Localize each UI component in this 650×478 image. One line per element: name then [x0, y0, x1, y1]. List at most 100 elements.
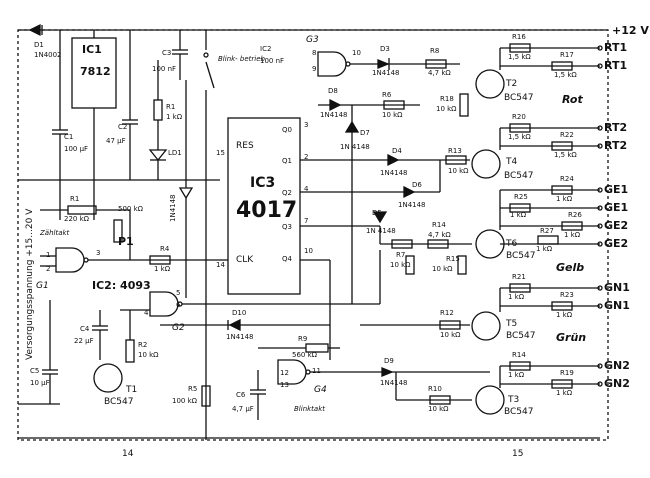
g1-pin2: 2: [46, 265, 51, 273]
r-220k-ref: R1: [70, 195, 80, 203]
d1-ref: D1: [34, 41, 44, 49]
g1-pin3: 3: [96, 249, 101, 257]
c5-ref: C5: [30, 367, 40, 375]
section-gelb: Gelb: [556, 261, 585, 274]
supply-label: +12 V: [612, 24, 649, 37]
c3-value: 100 nF: [152, 65, 177, 73]
d10-value: 1N4148: [226, 333, 254, 341]
r19-ref: R19: [560, 369, 574, 377]
output-gn2-b: GN2: [604, 377, 630, 390]
output-ge2-b: GE2: [604, 237, 629, 250]
r26-ref: R26: [568, 211, 582, 219]
blinktakt-label: Blinktakt: [294, 405, 326, 413]
t1-value: BC547: [104, 397, 134, 407]
d6-ref: D6: [412, 181, 422, 189]
r27-value: 1 kΩ: [536, 245, 553, 253]
pin-3: 3: [304, 121, 309, 129]
t2-ref: T2: [506, 79, 518, 89]
zaehltakt-label: Zähltakt: [40, 229, 70, 237]
r10-ref: R10: [428, 385, 442, 393]
r7-value: 10 kΩ: [390, 261, 411, 269]
r24-ref: R24: [560, 175, 574, 183]
ic2-cap-ref: IC2: [260, 45, 272, 53]
pin-res: RES: [236, 141, 254, 151]
pin-q3: Q3: [282, 223, 292, 231]
r22-ref: R22: [560, 131, 574, 139]
r16-value: 1,5 kΩ: [508, 53, 531, 61]
d3-ref: D3: [380, 45, 390, 53]
section-gruen: Grün: [556, 331, 587, 344]
r15-ref: R15: [446, 255, 460, 263]
d9-ref: D9: [384, 357, 394, 365]
output-rt2-b: RT2: [604, 139, 628, 152]
c3-ref: C3: [162, 49, 172, 57]
t3-symbol: [475, 385, 505, 415]
d4-ref: D4: [392, 147, 402, 155]
r5-value: 100 kΩ: [172, 397, 197, 405]
r23-value: 1 kΩ: [556, 311, 573, 319]
r16-ref: R16: [512, 33, 526, 41]
output-gn2-a: GN2: [604, 359, 630, 372]
r19-value: 1 kΩ: [556, 389, 573, 397]
g2-pin5: 5: [176, 289, 181, 297]
c1-value: 100 µF: [64, 145, 89, 153]
r12-value: 10 kΩ: [440, 331, 461, 339]
c2-value: 47 µF: [106, 137, 126, 145]
gate-g4: G4: [314, 385, 327, 395]
output-gn1-b: GN1: [604, 299, 630, 312]
output-ge1-a: GE1: [604, 183, 629, 196]
r8-ref: R8: [430, 47, 440, 55]
g3-pin10: 10: [352, 49, 361, 57]
d1-value: 1N4002: [34, 51, 62, 59]
c4-value: 22 µF: [74, 337, 94, 345]
ic3-part: 4017: [236, 198, 298, 223]
r23-ref: R23: [560, 291, 574, 299]
r10-value: 10 kΩ: [428, 405, 449, 413]
d5-ref: D5: [372, 209, 382, 217]
d3-value: 1N4148: [372, 69, 400, 77]
output-ge2-a: GE2: [604, 219, 629, 232]
pin-15: 15: [216, 149, 225, 157]
r4-ref: R4: [160, 245, 170, 253]
t4-ref: T4: [506, 157, 518, 167]
t2-value: BC547: [504, 93, 534, 103]
page-number-right: 15: [512, 449, 524, 459]
d6-value: 1N4148: [398, 201, 426, 209]
ic2-label: IC2: 4093: [92, 279, 151, 292]
d4-value: 1N4148: [380, 169, 408, 177]
p1-value: 500 kΩ: [118, 205, 143, 213]
r26-value: 1 kΩ: [564, 231, 581, 239]
section-rot: Rot: [562, 93, 583, 106]
r11-value: 1 kΩ: [508, 371, 525, 379]
r12-ref: R12: [440, 309, 454, 317]
c2-ref: C2: [118, 123, 128, 131]
t4-value: BC547: [504, 171, 534, 181]
r13-value: 10 kΩ: [448, 167, 469, 175]
output-rt1-a: RT1: [604, 41, 628, 54]
r13-ref: R13: [448, 147, 462, 155]
r9-value: 560 kΩ: [292, 351, 317, 359]
t2-symbol: [475, 69, 505, 99]
t5-ref: T5: [506, 319, 518, 329]
t1-ref: T1: [126, 385, 138, 395]
r25-ref: R25: [514, 193, 528, 201]
r11-ref: R14: [512, 351, 526, 359]
r1-ref: R1: [166, 103, 176, 111]
pin-4: 4: [304, 185, 309, 193]
g4-pin11: 11: [312, 367, 321, 375]
c6-ref: C6: [236, 391, 246, 399]
r-220k-value: 220 kΩ: [64, 215, 89, 223]
output-rt1-b: RT1: [604, 59, 628, 72]
ic3-box: [227, 117, 301, 295]
r6-ref: R6: [382, 91, 392, 99]
c1-ref: C1: [64, 133, 74, 141]
t1-symbol: [93, 363, 123, 393]
c5-value: 10 µF: [30, 379, 50, 387]
r7-ref: R7: [396, 251, 406, 259]
output-resistor-network: [499, 43, 600, 389]
r20-ref: R20: [512, 113, 526, 121]
r14-ref: R14: [432, 221, 446, 229]
gate-g1: G1: [36, 281, 49, 291]
ic2-cap-value: 100 nF: [260, 57, 285, 65]
